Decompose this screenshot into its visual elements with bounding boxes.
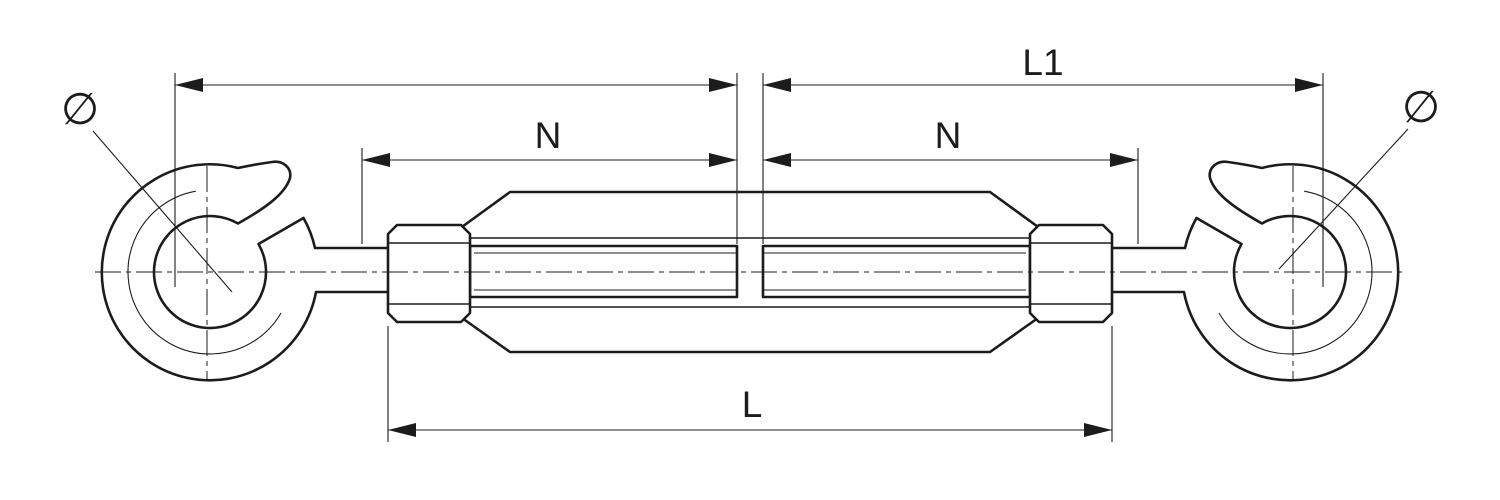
right-hook-inner-contour [1218, 190, 1373, 355]
dimension-n-left: N [362, 115, 737, 167]
dimension-arrow [362, 153, 390, 167]
left-hook [100, 160, 402, 382]
right-hook [1098, 160, 1400, 382]
diameter-callout-left: ∅ [61, 85, 233, 293]
centerlines [95, 166, 1405, 380]
dimension-arrow [763, 78, 791, 92]
dimension-arrow [388, 423, 416, 437]
extension-lines [174, 73, 1324, 442]
dimension-arrow [1295, 78, 1323, 92]
dimension-label-n-right: N [935, 115, 962, 156]
right-nut [1028, 223, 1114, 324]
dimension-arrow [1084, 423, 1112, 437]
dimension-label-l: L [742, 384, 763, 425]
dimension-arrow [1110, 153, 1138, 167]
dimension-label-n-left: N [535, 115, 562, 156]
diameter-callout-right: ∅ [1278, 83, 1440, 270]
leader-line-right [1278, 128, 1409, 270]
left-nut-outline [386, 223, 472, 324]
diameter-symbol-right: ∅ [1402, 83, 1440, 132]
diameter-symbol-left: ∅ [61, 85, 99, 134]
right-hook-outline [1098, 160, 1400, 382]
dimension-arrow [709, 153, 737, 167]
dimension-l: L [388, 384, 1112, 437]
dimension-arrow [763, 153, 791, 167]
right-nut-outline [1028, 223, 1114, 324]
left-hook-inner-contour [127, 190, 282, 355]
dimension-label-l1: L1 [1022, 42, 1063, 83]
dimension-n-right: N [763, 115, 1138, 167]
left-hook-outline [100, 160, 402, 382]
dimension-arrow [709, 78, 737, 92]
left-nut [386, 223, 472, 324]
leader-line-left [92, 130, 233, 293]
dimension-arrow [175, 78, 203, 92]
dimension-l1: L1 [175, 42, 1323, 92]
